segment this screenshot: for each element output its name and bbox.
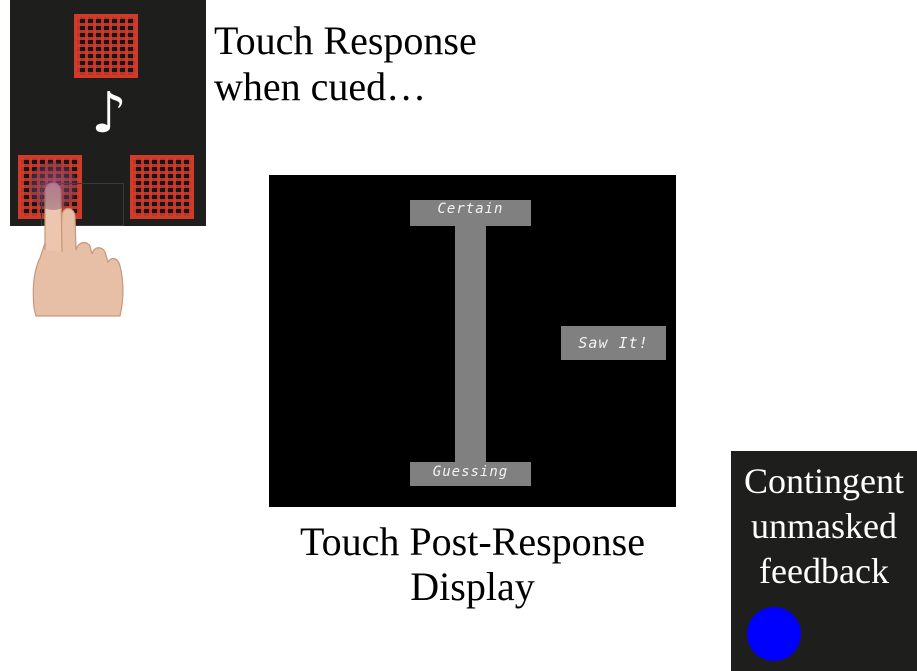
post-caption-line-1: Touch Post-Response xyxy=(300,519,645,564)
saw-it-button[interactable]: Saw It! xyxy=(561,326,666,360)
feedback-caption: Contingent unmasked feedback xyxy=(731,459,917,594)
pointing-hand-icon xyxy=(29,162,124,317)
feedback-caption-line-2: unmasked xyxy=(751,506,897,546)
feedback-caption-line-3: feedback xyxy=(759,551,889,591)
post-caption-line-2: Display xyxy=(410,564,535,609)
feedback-panel: Contingent unmasked feedback xyxy=(731,451,917,671)
cue-caption-line-2: when cued… xyxy=(214,64,427,109)
feedback-caption-line-1: Contingent xyxy=(744,461,904,501)
feedback-dot xyxy=(747,607,801,661)
mask-square-top[interactable] xyxy=(74,14,138,78)
guessing-label[interactable]: Guessing xyxy=(410,462,531,486)
certain-label[interactable]: Certain xyxy=(410,200,531,226)
post-response-display: Certain Guessing Saw It! xyxy=(269,175,676,507)
confidence-scale-bar[interactable] xyxy=(455,226,486,462)
mask-square-right[interactable] xyxy=(130,155,194,219)
music-note-icon: ♪ xyxy=(91,81,127,146)
cue-response-caption: Touch Response when cued… xyxy=(214,18,534,110)
cue-caption-line-1: Touch Response xyxy=(214,18,477,63)
post-response-caption: Touch Post-Response Display xyxy=(269,519,676,609)
